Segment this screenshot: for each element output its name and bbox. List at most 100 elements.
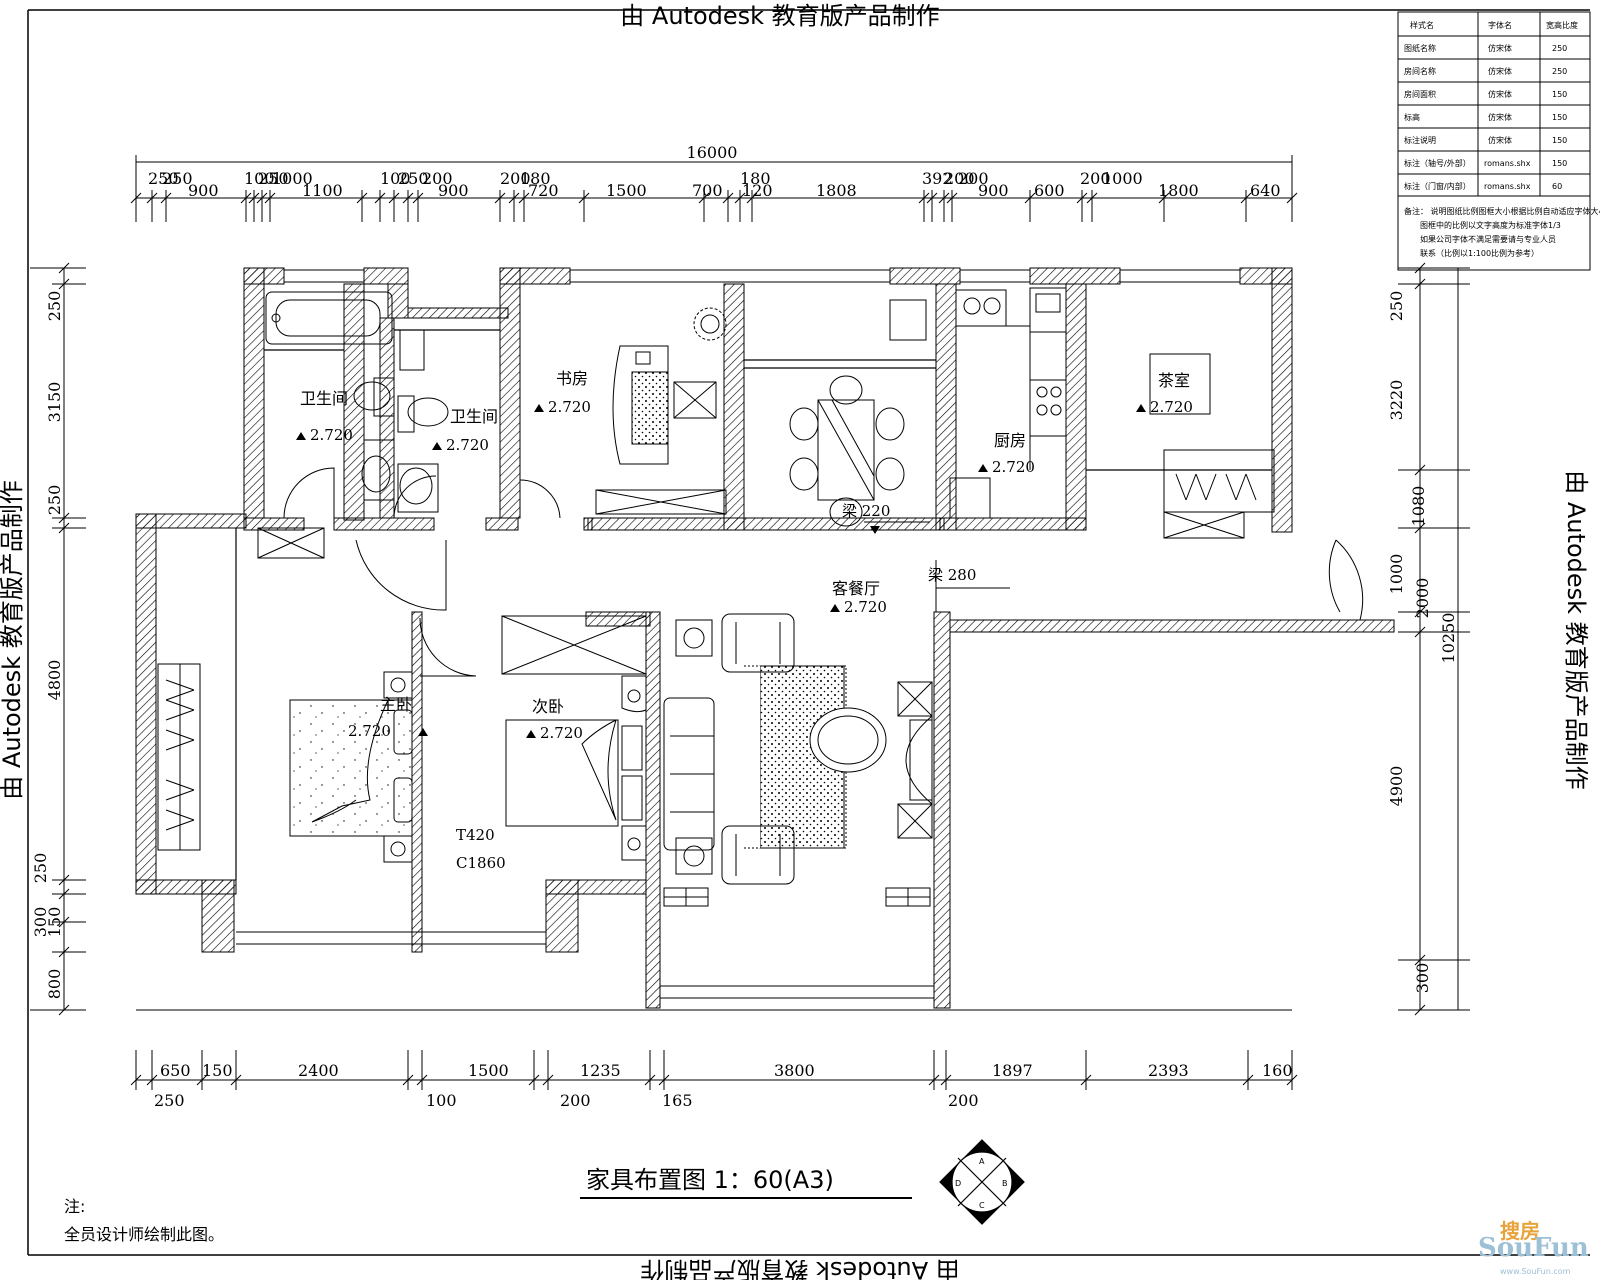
dimension-tick: [1414, 606, 1426, 618]
index-label-c: C: [979, 1201, 985, 1210]
table-cell: 250: [1552, 67, 1567, 76]
dimension-tick: [58, 262, 70, 274]
dimension-tick: [58, 946, 70, 958]
room-labels: 卫生间 卫生间 书房 茶室 厨房 客餐厅 主卧 次卧: [300, 369, 1190, 716]
watermark-bottom: 由 Autodesk 教育版产品制作: [640, 1256, 959, 1280]
dim-label: 3150: [45, 382, 64, 423]
table-cell: 仿宋体: [1488, 66, 1512, 76]
beam-marker: [870, 526, 880, 534]
top-dimension-ticks: [130, 190, 1298, 222]
table-remark: 图框中的比例以文字高度为标准字体1/3: [1420, 220, 1561, 230]
index-label-a: A: [979, 1157, 985, 1166]
dimension-tick: [1240, 192, 1252, 204]
overall-depth-label: 10250: [1439, 613, 1458, 664]
style-info-table: [1397, 11, 1591, 271]
level-value: 2.720: [348, 722, 391, 740]
dimension-tick: [1242, 1074, 1254, 1086]
logo-url: www.SouFun.com: [1500, 1267, 1571, 1276]
soufun-logo: 搜房 SouFun www.SouFun.com: [1478, 1219, 1589, 1276]
dimension-tick: [240, 192, 252, 204]
dim-label: 300: [31, 907, 50, 938]
dim-label: 250: [154, 1091, 185, 1110]
dimension-tick: [58, 512, 70, 524]
doors: [283, 467, 1364, 677]
index-label-d: D: [955, 1179, 961, 1188]
dimension-tick: [938, 192, 950, 204]
dimension-tick: [388, 192, 400, 204]
dim-label: 250: [31, 853, 50, 884]
top-dimension-labels: 250 250 900 100 250 1000 1100 100 250 20…: [148, 169, 1281, 200]
dim-label: 250: [45, 291, 64, 322]
dimension-tick: [946, 192, 958, 204]
window-height-label: T420: [456, 826, 495, 844]
table-cell: 标注说明: [1404, 135, 1436, 145]
dim-label: 200: [422, 169, 453, 188]
tea-room-wardrobe: [1175, 473, 1257, 501]
dimension-tick: [1076, 192, 1088, 204]
dimension-tick: [1080, 1074, 1092, 1086]
drawing-frame: [27, 9, 1590, 1256]
level-marker: 2.720: [296, 426, 353, 444]
dim-label: 1100: [302, 181, 343, 200]
dimension-tick: [1158, 192, 1170, 204]
windows: [136, 269, 1292, 1011]
dim-label: 150: [202, 1061, 233, 1080]
dim-label: 1000: [1387, 554, 1406, 595]
dim-label: 250: [398, 169, 429, 188]
level-value: 2.720: [540, 724, 583, 742]
dim-label: 1235: [580, 1061, 621, 1080]
dimension-tick: [374, 192, 386, 204]
table-cell: 房间面积: [1404, 89, 1436, 99]
dimension-tick: [1414, 1004, 1426, 1016]
watermark-right: 由 Autodesk 教育版产品制作: [1562, 470, 1590, 789]
dimension-tick: [1414, 626, 1426, 638]
dimension-tick: [734, 192, 746, 204]
dimension-tick: [160, 192, 172, 204]
room-label-living: 客餐厅: [832, 579, 880, 598]
dimension-tick: [542, 1074, 554, 1086]
dim-label: 300: [1413, 963, 1432, 994]
dimension-tick: [494, 192, 506, 204]
dimension-tick: [578, 192, 590, 204]
dim-label: 100: [244, 169, 275, 188]
dim-label: 200: [948, 1091, 979, 1110]
dimension-tick: [926, 192, 938, 204]
dim-label: 1000: [1102, 169, 1143, 188]
dim-label: 200: [500, 169, 531, 188]
table-cell: 150: [1552, 90, 1567, 99]
dimension-tick: [1086, 192, 1098, 204]
logo-cn: 搜房: [1500, 1219, 1540, 1243]
dimension-tick: [402, 1074, 414, 1086]
furniture: [157, 287, 1275, 907]
dimension-tick: [658, 1074, 670, 1086]
table-header: 字体名: [1488, 20, 1512, 30]
dimension-tick: [58, 888, 70, 900]
dimension-tick: [248, 192, 260, 204]
dim-label: 2393: [1148, 1061, 1189, 1080]
dimension-tick: [130, 1074, 142, 1086]
dimension-tick: [412, 192, 424, 204]
dim-label: 1808: [816, 181, 857, 200]
threshold-bricks: [663, 887, 931, 907]
dim-label: 4800: [45, 660, 64, 701]
dimension-tick: [508, 192, 520, 204]
level-value: 2.720: [310, 426, 353, 444]
dimension-tick: [58, 522, 70, 534]
table-cell: romans.shx: [1484, 159, 1531, 168]
dim-label: 1500: [468, 1061, 509, 1080]
dimension-tick: [58, 874, 70, 886]
dim-label: 100: [426, 1091, 457, 1110]
level-marker: 2.720: [348, 722, 428, 740]
table-remark: 备注： 说明图纸比例图框大小根据比例自动适应字体大小按比例: [1404, 206, 1600, 216]
dimension-tick: [518, 192, 530, 204]
table-cell: 标高: [1404, 112, 1420, 122]
dimension-tick: [644, 1074, 656, 1086]
right-dimension-lines: [1398, 267, 1470, 1011]
dimension-tick: [58, 1004, 70, 1016]
table-cell: romans.shx: [1484, 182, 1531, 191]
walls: [135, 267, 1395, 1009]
table-cell: 仿宋体: [1488, 89, 1512, 99]
dim-label: 120: [742, 181, 773, 200]
dim-label: 3220: [1387, 380, 1406, 421]
